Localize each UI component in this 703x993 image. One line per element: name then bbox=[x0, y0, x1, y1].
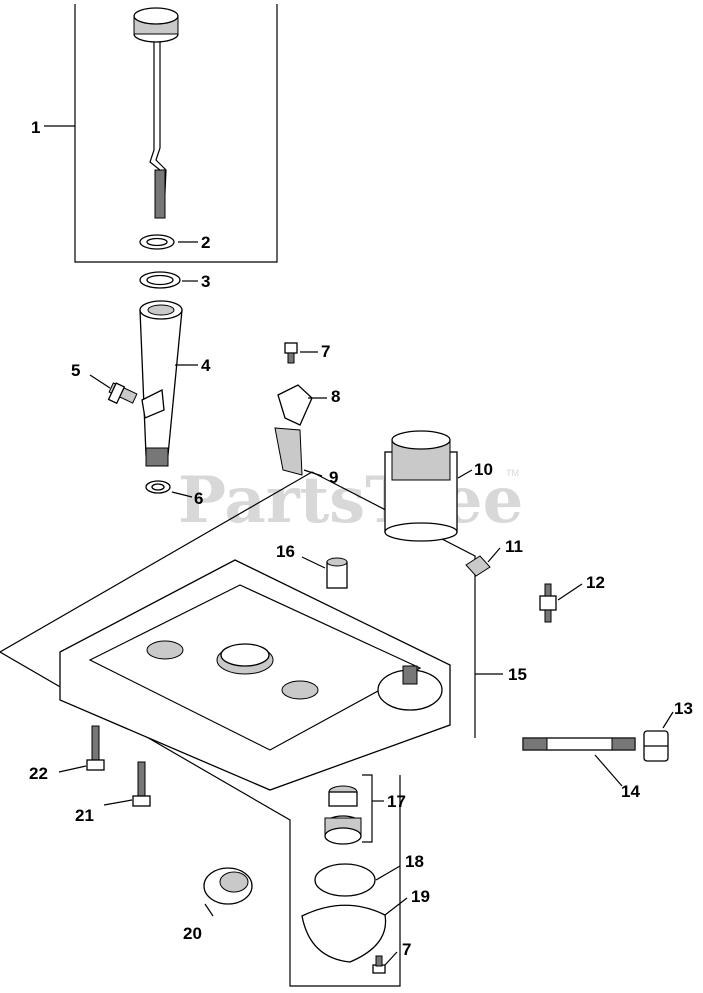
callout-13: 13 bbox=[674, 699, 693, 718]
callout-15: 15 bbox=[508, 665, 527, 684]
oil-pan[interactable] bbox=[59, 559, 451, 791]
callout-21: 21 bbox=[75, 806, 94, 825]
callout-22: 22 bbox=[29, 764, 48, 783]
callout-8: 8 bbox=[331, 387, 340, 406]
tube-screw[interactable] bbox=[107, 382, 138, 405]
oil-pan-group-outline-lower bbox=[0, 651, 401, 987]
dipstick-group-box bbox=[74, 4, 278, 263]
o-ring-3[interactable] bbox=[139, 271, 181, 289]
callout-16: 16 bbox=[276, 542, 295, 561]
dipstick-tube[interactable] bbox=[139, 300, 183, 467]
callout-11: 11 bbox=[505, 537, 523, 556]
callout-18: 18 bbox=[405, 852, 424, 871]
callout-5: 5 bbox=[71, 361, 80, 380]
screw-7-bottom[interactable] bbox=[372, 955, 386, 974]
bolt-22[interactable] bbox=[86, 725, 105, 771]
callout-2: 2 bbox=[201, 233, 210, 252]
bolt-21[interactable] bbox=[132, 761, 151, 807]
plug-11[interactable] bbox=[465, 555, 491, 577]
callout-6: 6 bbox=[194, 489, 203, 508]
oil-pressure-switch[interactable] bbox=[539, 583, 557, 623]
callout-1: 1 bbox=[31, 118, 40, 137]
watermark-text: PartsTree bbox=[178, 463, 523, 538]
oil-baffle[interactable] bbox=[277, 384, 313, 426]
oil-filter[interactable] bbox=[384, 430, 458, 542]
gear-bracket bbox=[362, 774, 373, 843]
callout-17: 17 bbox=[387, 792, 406, 811]
dipstick[interactable] bbox=[133, 7, 179, 219]
callout-3: 3 bbox=[201, 272, 210, 291]
o-ring-18[interactable] bbox=[314, 863, 376, 897]
o-ring-6[interactable] bbox=[145, 480, 171, 494]
callout-7-top: 7 bbox=[321, 342, 330, 361]
stud-14[interactable] bbox=[522, 737, 636, 751]
callout-20: 20 bbox=[183, 924, 202, 943]
screw-7-top[interactable] bbox=[284, 342, 298, 364]
watermark-trademark: TM bbox=[506, 468, 519, 478]
pump-cover[interactable] bbox=[301, 904, 387, 963]
callout-10: 10 bbox=[474, 460, 493, 479]
callout-4: 4 bbox=[201, 356, 211, 375]
leader-lines bbox=[44, 125, 674, 966]
callout-7-bottom: 7 bbox=[402, 940, 411, 959]
nut-13[interactable] bbox=[643, 730, 669, 762]
oil-screen[interactable] bbox=[274, 427, 303, 476]
o-ring-2[interactable] bbox=[139, 234, 175, 250]
callout-14: 14 bbox=[621, 782, 640, 801]
oil-pump-gears[interactable] bbox=[324, 785, 362, 845]
callout-12: 12 bbox=[586, 573, 605, 592]
callout-9: 9 bbox=[329, 468, 338, 487]
oil-seal[interactable] bbox=[203, 867, 253, 905]
callout-19: 19 bbox=[411, 887, 430, 906]
fitting-16[interactable] bbox=[326, 557, 348, 589]
